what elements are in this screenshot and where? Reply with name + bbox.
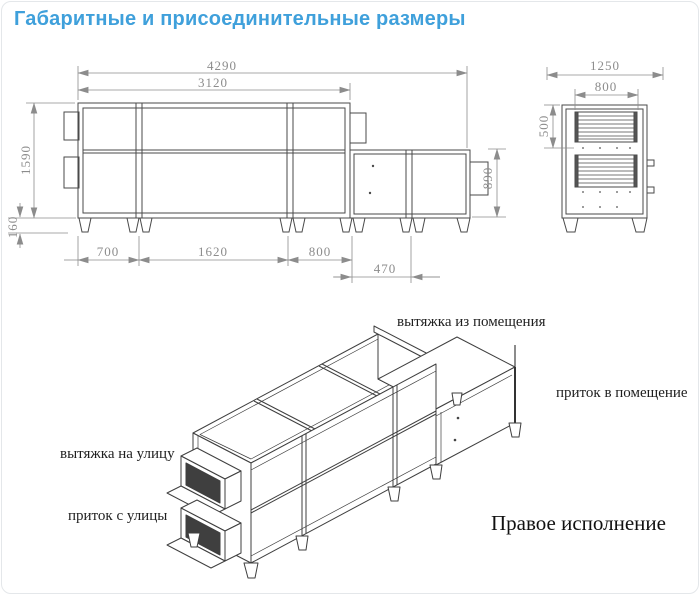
dim-section-3: 800 [308, 244, 332, 259]
isometric-drawing [166, 325, 522, 579]
dim-connection-length: 3120 [198, 75, 228, 90]
dim-section-2: 1620 [198, 244, 228, 259]
dim-grille-width: 800 [594, 79, 618, 94]
dim-depth: 1250 [590, 58, 620, 73]
label-exhaust-to-street: вытяжка на улицу [60, 446, 175, 462]
front-view-dimensions [8, 66, 506, 283]
dim-body-height: 1590 [18, 145, 33, 175]
dim-section-1: 700 [96, 244, 120, 259]
dim-leg-height: 160 [5, 215, 20, 239]
front-view-drawing [63, 102, 489, 233]
label-exhaust-from-room: вытяжка из помещения [397, 314, 546, 330]
side-view-drawing [561, 104, 655, 233]
dim-grille-offset: 500 [536, 114, 551, 138]
dim-tail-height: 890 [480, 166, 495, 190]
label-supply-from-street: приток с улицы [68, 508, 168, 524]
dim-section-4: 470 [373, 261, 397, 276]
side-view-dimensions [544, 67, 664, 149]
page-title: Габаритные и присоединительные размеры [14, 8, 466, 30]
dim-total-length: 4290 [207, 58, 237, 73]
label-supply-to-room: приток в помещение [556, 385, 688, 401]
label-configuration: Правое исполнение [491, 511, 666, 535]
